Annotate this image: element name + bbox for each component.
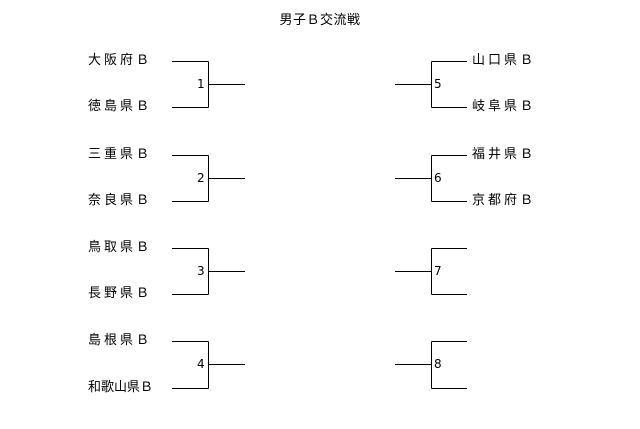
left-bracket-2 [172, 155, 245, 202]
match-number-1: 1 [197, 77, 205, 91]
match-number-3: 3 [197, 264, 205, 278]
right-bracket-6 [395, 155, 467, 202]
right-bracket-8 [395, 341, 467, 389]
left-bracket-3 [172, 248, 245, 295]
team-label-right-5-bottom: 岐阜県Ｂ [472, 99, 537, 114]
match-number-2: 2 [197, 171, 205, 185]
page-title: 男子Ｂ交流戦 [279, 13, 361, 28]
match-number-6: 6 [434, 171, 442, 185]
team-label-right-5-top: 山口県Ｂ [472, 53, 537, 68]
team-label-left-3-bottom: 長野県Ｂ [88, 286, 153, 301]
team-label-left-3-top: 鳥取県Ｂ [88, 240, 153, 255]
team-label-left-1-top: 大阪府Ｂ [88, 53, 153, 68]
team-label-right-6-top: 福井県Ｂ [472, 147, 537, 162]
match-number-8: 8 [434, 357, 442, 371]
match-number-5: 5 [434, 77, 442, 91]
match-number-4: 4 [197, 357, 205, 371]
team-label-left-4-bottom: 和歌山県Ｂ [88, 380, 154, 395]
team-label-left-1-bottom: 徳島県Ｂ [88, 99, 153, 114]
left-bracket-4 [172, 341, 245, 389]
match-number-7: 7 [434, 264, 442, 278]
team-label-left-4-top: 島根県Ｂ [88, 333, 153, 348]
team-label-left-2-top: 三重県Ｂ [88, 147, 153, 162]
left-bracket-1 [172, 61, 245, 108]
team-label-left-2-bottom: 奈良県Ｂ [88, 193, 153, 208]
team-label-right-6-bottom: 京都府Ｂ [472, 193, 537, 208]
right-bracket-7 [395, 248, 467, 295]
right-bracket-5 [395, 61, 467, 108]
